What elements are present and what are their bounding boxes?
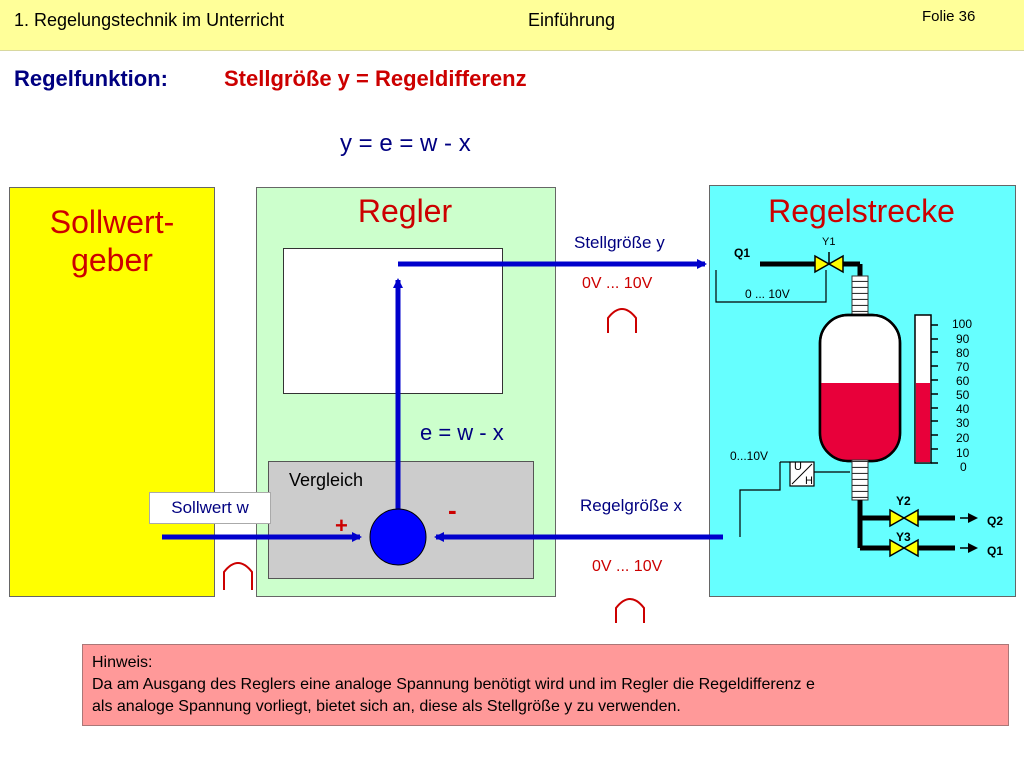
- outlet-q1-label: Q1: [987, 544, 1004, 558]
- regler-title: Regler: [357, 193, 453, 229]
- slide-header: [0, 0, 1024, 51]
- vergleich-label: Vergleich: [289, 470, 364, 490]
- plus-sign: +: [335, 513, 348, 538]
- sollwertgeber-title: Sollwert- geber: [9, 203, 215, 279]
- outlet-q2-label: Q2: [987, 514, 1004, 528]
- regler-output-box: [283, 248, 503, 394]
- hint-line2: als analoge Spannung vorliegt, bietet si…: [92, 698, 681, 715]
- header-section-title: Einführung: [528, 10, 616, 30]
- scale-label-30: 30: [956, 416, 970, 430]
- inlet-q1-label: Q1: [734, 246, 751, 260]
- hint-line1: Da am Ausgang des Reglers eine analoge S…: [92, 676, 815, 693]
- scale-label-20: 20: [956, 431, 970, 445]
- tank-liquid: [821, 383, 899, 460]
- regeldifferenz-label: e = w - x: [420, 420, 504, 445]
- scale-label-40: 40: [956, 402, 970, 416]
- sollwert-label: Sollwert w: [149, 492, 271, 524]
- regelgroesse-range: 0V ... 10V: [592, 558, 663, 575]
- sensor-range-label: 0...10V: [730, 449, 769, 463]
- scale-label-90: 90: [956, 332, 970, 346]
- valve-y2-label: Y2: [896, 494, 911, 508]
- valve-control-line: [715, 270, 827, 303]
- sensor-h-label: H: [805, 475, 813, 487]
- hint-title: Hinweis:: [92, 654, 153, 671]
- stellgroesse-label: Stellgröße y: [574, 233, 665, 252]
- slide-number: Folie 36: [922, 8, 976, 25]
- main-formula: y = e = w - x: [340, 130, 471, 157]
- sollwertgeber-block: [9, 187, 215, 597]
- ground-symbol-left: [223, 562, 253, 590]
- valve-y1: [814, 252, 844, 274]
- scale-label-70: 70: [956, 360, 970, 374]
- hint-box: [82, 644, 1009, 726]
- sensor-u-label: U: [794, 461, 802, 473]
- scale-label-50: 50: [956, 388, 970, 402]
- scale-label-60: 60: [956, 374, 970, 388]
- hint-text: Hinweis: Da am Ausgang des Reglers eine …: [92, 652, 997, 718]
- header-course-title: 1. Regelungstechnik im Unterricht: [14, 10, 285, 30]
- valve-y1-label: Y1: [822, 236, 836, 248]
- sollwertgeber-title-line1: Sollwert-: [49, 204, 175, 240]
- scale-label-100: 100: [952, 317, 973, 331]
- valve-y3-label: Y3: [896, 530, 911, 544]
- subtitle-text: Stellgröße y = Regeldifferenz: [224, 66, 527, 91]
- regelstrecke-title: Regelstrecke: [768, 193, 955, 229]
- regelgroesse-label: Regelgröße x: [580, 496, 683, 515]
- scale-label-80: 80: [956, 346, 970, 360]
- scale-label-0: 0: [960, 460, 967, 474]
- scale-label-10: 10: [956, 446, 970, 460]
- ground-symbol-top: [607, 308, 637, 333]
- subtitle-label: Regelfunktion:: [14, 66, 168, 91]
- minus-sign: -: [448, 495, 457, 525]
- valve-range-label: 0 ... 10V: [745, 287, 790, 301]
- ground-symbol-bottom: [615, 598, 645, 623]
- valve-y2: [889, 508, 919, 528]
- sollwertgeber-title-line2: geber: [71, 242, 153, 278]
- stellgroesse-range: 0V ... 10V: [582, 275, 653, 292]
- valve-y3: [889, 538, 919, 558]
- comparator-circle: [369, 508, 427, 566]
